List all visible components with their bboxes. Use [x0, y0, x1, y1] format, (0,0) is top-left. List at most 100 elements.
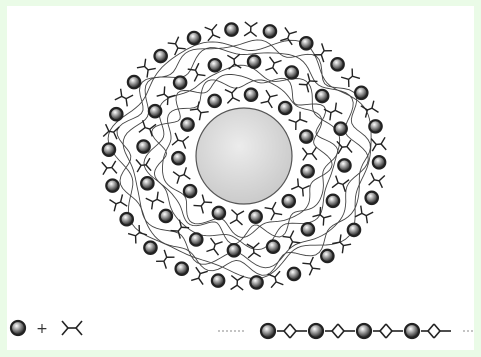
- bead-body: [110, 108, 122, 120]
- linker-arm: [358, 206, 365, 214]
- linker-arm: [346, 140, 351, 147]
- linker-arm: [343, 241, 351, 249]
- linker-arm: [145, 66, 149, 69]
- bead: [338, 159, 350, 171]
- bead-body: [300, 37, 312, 49]
- bead-body: [286, 66, 298, 78]
- linker-arm: [164, 257, 167, 261]
- bead: [176, 263, 188, 275]
- linker: [302, 257, 320, 275]
- linker-arm: [145, 128, 150, 129]
- linker: [172, 133, 189, 149]
- linker-arm: [334, 176, 340, 183]
- bead: [279, 102, 291, 114]
- bead-body: [176, 263, 188, 275]
- linker-arm: [231, 275, 238, 280]
- bead: [184, 185, 196, 197]
- linker-arm: [362, 213, 366, 215]
- linker: [289, 112, 308, 130]
- linker-arm: [234, 54, 241, 59]
- linker-arm: [181, 141, 187, 148]
- linker-arm: [332, 182, 338, 189]
- bead: [141, 177, 153, 189]
- bead-body: [249, 210, 261, 222]
- linker-arm: [288, 231, 296, 238]
- linker-arm: [332, 239, 340, 247]
- bead: [149, 105, 161, 117]
- linker-arm: [371, 138, 376, 145]
- linker-arm: [289, 117, 296, 125]
- bead-body: [369, 120, 381, 132]
- bead-body: [357, 324, 371, 338]
- linker-arm: [141, 120, 147, 127]
- linker-arm: [313, 265, 321, 272]
- linker-arm: [115, 94, 122, 102]
- linker: [102, 161, 117, 175]
- linker-arm: [302, 260, 310, 267]
- linker-arm: [199, 274, 201, 279]
- linker-arm: [193, 202, 201, 209]
- linker-arm: [136, 159, 141, 166]
- linker-arm: [324, 213, 332, 221]
- linker-arm: [268, 57, 275, 63]
- linker-arm: [332, 324, 338, 331]
- linker-arm: [236, 220, 243, 225]
- chain-unit: [357, 324, 403, 338]
- linker-arm: [156, 258, 164, 265]
- bead-body: [154, 50, 166, 62]
- linker-arm: [139, 230, 146, 238]
- linker: [156, 250, 174, 269]
- linker-arm: [289, 30, 296, 36]
- linker-arm: [292, 122, 299, 130]
- linker-arm: [366, 210, 373, 218]
- linker-arm: [271, 68, 278, 74]
- bead: [213, 207, 225, 219]
- linker-arm: [338, 331, 344, 338]
- linker-arm: [332, 103, 339, 111]
- linker: [369, 173, 385, 188]
- bead-body: [279, 102, 291, 114]
- linker-arm: [157, 91, 165, 99]
- bead-body: [348, 224, 360, 236]
- linker-arm: [270, 202, 278, 209]
- linker-arm: [154, 192, 161, 200]
- linker: [280, 27, 297, 44]
- linker-arm: [317, 207, 325, 215]
- bead: [405, 324, 419, 338]
- bead-body: [327, 195, 339, 207]
- bead-body: [250, 276, 262, 288]
- bead: [283, 195, 295, 207]
- linker-arm: [266, 101, 274, 108]
- linker-arm: [194, 267, 201, 273]
- legend-bead-icon: [11, 321, 25, 335]
- linker-arm: [227, 98, 234, 104]
- bead-body: [137, 140, 149, 152]
- linker-arm: [274, 59, 281, 65]
- linker-arm: [291, 184, 298, 192]
- linker-arm: [380, 324, 386, 331]
- linker-arm: [270, 93, 278, 100]
- linker-arm: [428, 331, 434, 338]
- linker-arm: [296, 119, 300, 122]
- linker-arm: [290, 331, 296, 338]
- linker-arm: [198, 72, 206, 79]
- legend-chain: [218, 324, 474, 338]
- bead: [331, 58, 343, 70]
- linker-arm: [269, 213, 277, 220]
- linker-arm: [237, 285, 244, 290]
- bead-body: [405, 324, 419, 338]
- linker-arm: [298, 186, 302, 189]
- linker-arm: [233, 97, 240, 103]
- linker-arm: [265, 66, 272, 72]
- linker-arm: [192, 75, 200, 82]
- linker-arm: [335, 108, 342, 116]
- bead-body: [106, 179, 118, 191]
- linker: [361, 101, 379, 118]
- linker: [355, 206, 373, 224]
- linker-arm: [349, 76, 353, 79]
- linker-arm: [177, 220, 185, 228]
- linker-arm: [355, 211, 362, 219]
- linker-arm: [381, 137, 386, 144]
- bead-body: [309, 324, 323, 338]
- linker-arm: [386, 324, 392, 331]
